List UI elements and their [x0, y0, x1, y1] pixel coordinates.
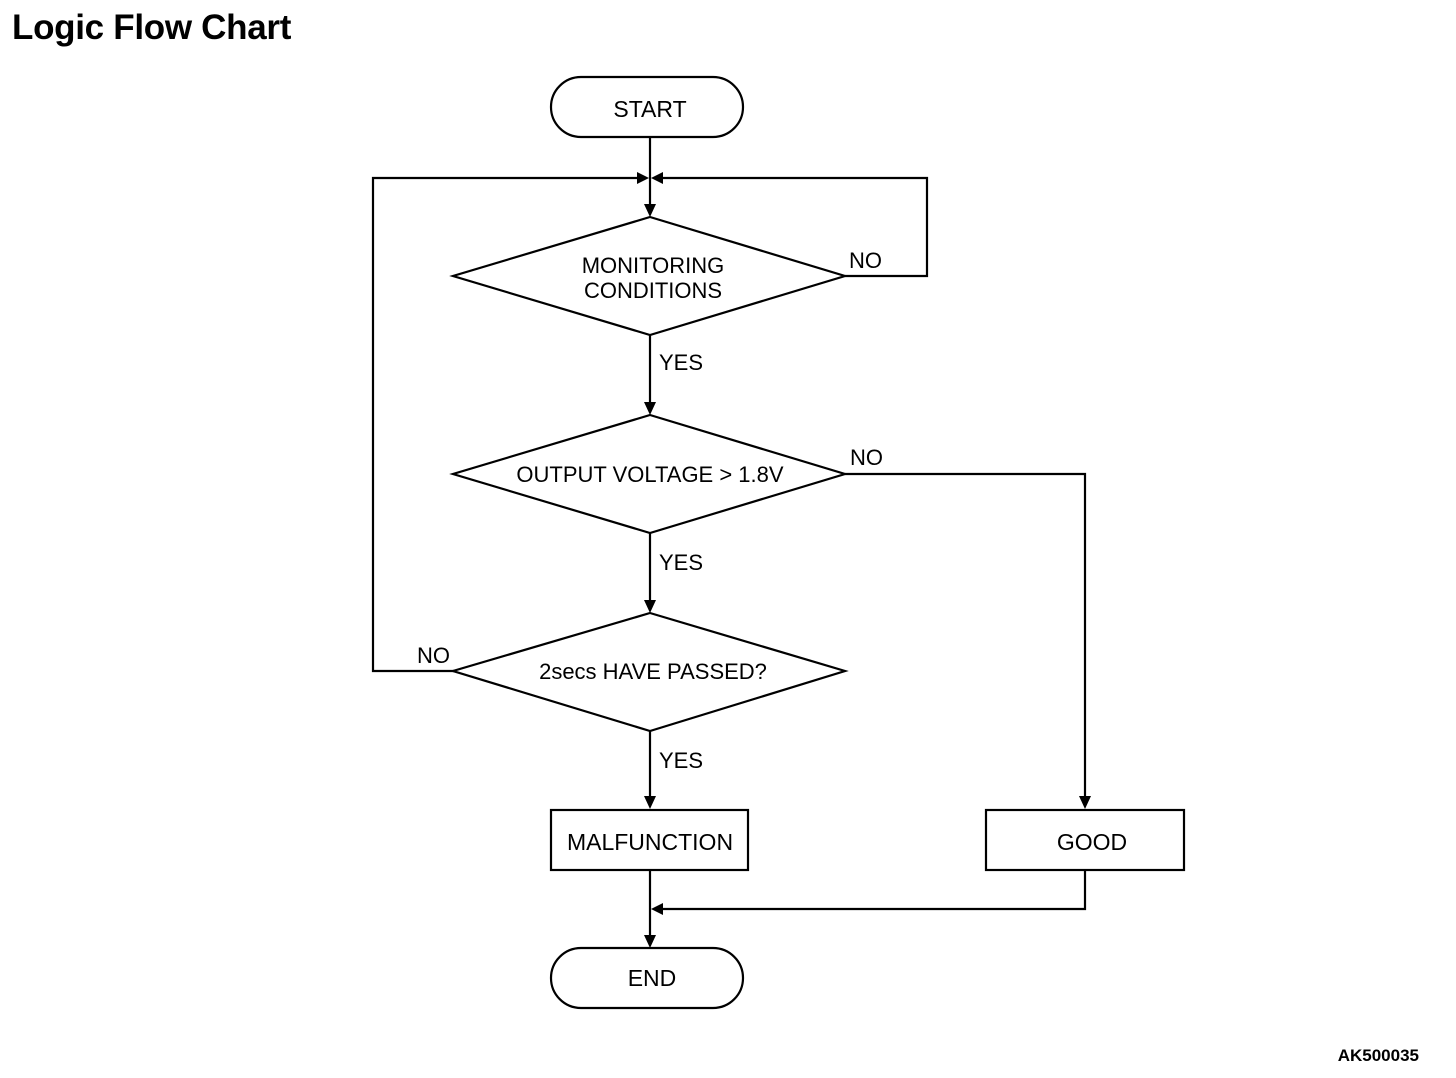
end-label: END: [628, 965, 677, 991]
start-label: START: [613, 96, 686, 122]
page-title: Logic Flow Chart: [12, 8, 292, 47]
arrowhead-into-passed: [644, 600, 656, 613]
malfunction-label: MALFUNCTION: [567, 829, 733, 855]
arrowhead-into-voltage: [644, 402, 656, 415]
passed-yes-label: YES: [659, 748, 703, 773]
output-voltage-label: OUTPUT VOLTAGE > 1.8V: [516, 462, 783, 487]
arrowhead-into-end: [644, 935, 656, 948]
arrowhead-monitoring-no-loop: [651, 172, 663, 184]
malfunction-box: [549, 808, 750, 872]
monitoring-label-line1: MONITORING: [582, 253, 725, 278]
voltage-yes-label: YES: [659, 550, 703, 575]
monitoring-conditions-decision: [449, 215, 849, 337]
good-label: GOOD: [1057, 829, 1127, 855]
monitoring-no-label: NO: [849, 248, 882, 273]
start-terminal: [549, 75, 745, 139]
arrowhead-good-merge: [651, 903, 663, 915]
connector-monitoring-no-loop: [662, 176, 929, 278]
arrowhead-into-good: [1079, 796, 1091, 809]
time-passed-decision: [449, 611, 849, 733]
end-terminal: [549, 946, 745, 1010]
monitoring-yes-label: YES: [659, 350, 703, 375]
arrowhead-passed-no-loop: [637, 172, 649, 184]
good-box: [984, 808, 1186, 872]
passed-no-label: NO: [417, 643, 450, 668]
time-passed-label: 2secs HAVE PASSED?: [539, 659, 767, 684]
connector-voltage-no: [845, 472, 1087, 798]
connector-passed-no-loop: [371, 176, 638, 673]
arrowhead-into-monitoring: [644, 204, 656, 217]
connector-good-to-end: [662, 871, 1087, 911]
output-voltage-decision: [449, 413, 849, 535]
monitoring-label-line2: CONDITIONS: [584, 278, 722, 303]
voltage-no-label: NO: [850, 445, 883, 470]
figure-code: AK500035: [1337, 1046, 1419, 1065]
arrowhead-into-malfunction: [644, 796, 656, 809]
